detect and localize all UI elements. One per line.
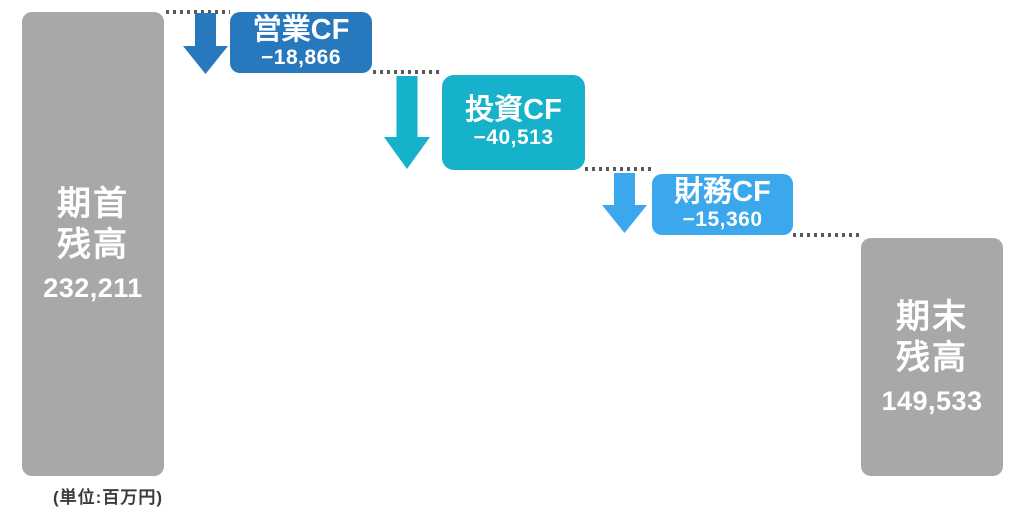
step-financing-cf: 財務CF −15,360: [652, 174, 793, 235]
end-balance-label: 期末 残高: [896, 297, 968, 377]
step-investing-cf: 投資CF −40,513: [442, 75, 585, 170]
step-financing-cf-value: −15,360: [682, 208, 763, 232]
begin-balance-label-line1: 期首: [57, 185, 129, 224]
begin-balance-bar: 期首 残高 232,211: [22, 12, 164, 476]
unit-note: (単位:百万円): [53, 488, 163, 507]
down-arrow-icon-operating: [183, 13, 228, 74]
end-balance-label-line1: 期末: [896, 298, 968, 337]
step-investing-cf-label: 投資CF: [465, 93, 562, 126]
begin-balance-label: 期首 残高: [57, 184, 129, 264]
connector-line-2: [373, 70, 442, 74]
step-operating-cf-label: 営業CF: [252, 13, 350, 46]
begin-balance-label-line2: 残高: [57, 225, 129, 264]
connector-line-3: [585, 167, 652, 171]
down-arrow-shape: [602, 173, 647, 233]
step-operating-cf-value: −18,866: [261, 46, 341, 70]
down-arrow-icon-investing: [384, 76, 430, 169]
end-balance-value: 149,533: [881, 385, 983, 416]
connector-line-4: [793, 233, 859, 237]
connector-line-1: [166, 10, 230, 14]
down-arrow-icon-financing: [602, 173, 647, 233]
step-operating-cf: 営業CF −18,866: [230, 12, 372, 73]
step-investing-cf-value: −40,513: [473, 126, 554, 150]
step-financing-cf-label: 財務CF: [674, 175, 771, 208]
end-balance-bar: 期末 残高 149,533: [861, 238, 1003, 476]
end-balance-label-line2: 残高: [896, 338, 968, 377]
down-arrow-shape: [183, 13, 228, 74]
down-arrow-shape: [384, 76, 430, 169]
begin-balance-value: 232,211: [43, 272, 143, 303]
